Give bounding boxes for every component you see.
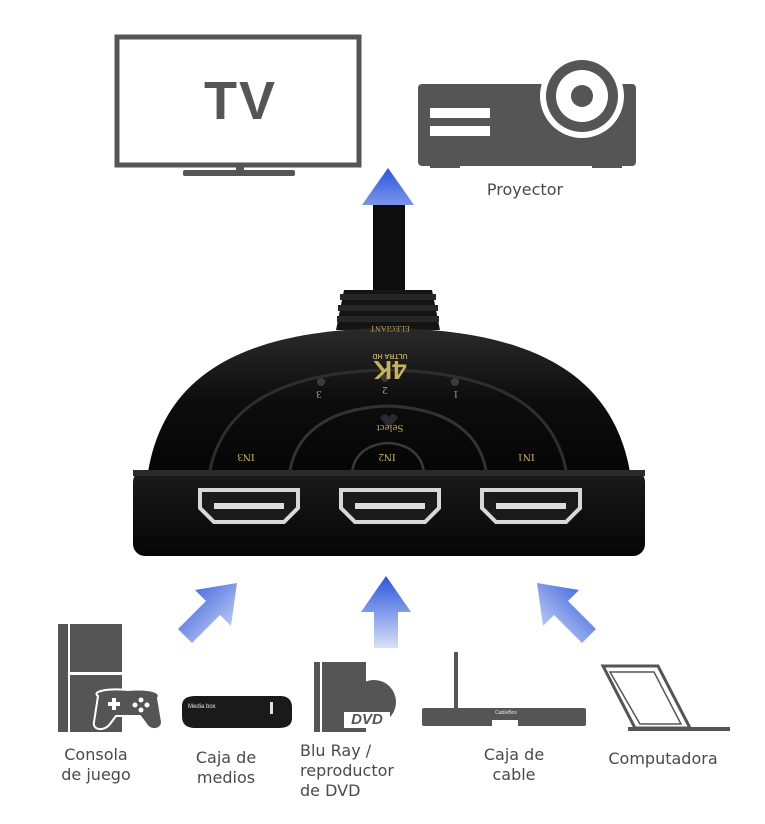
switch-brand-text: ELEGIANT bbox=[370, 324, 410, 333]
hdmi-port-in3 bbox=[198, 488, 300, 524]
media-box-text: Media box bbox=[188, 704, 216, 710]
port-label-in2: IN2 bbox=[378, 451, 396, 463]
media-box-icon bbox=[182, 696, 292, 728]
bluray-label: Blu Ray / reproductor de DVD bbox=[300, 741, 394, 800]
hdmi-port-in2 bbox=[339, 488, 441, 524]
input-arrow-left-icon bbox=[178, 583, 237, 643]
hdmi-port-in1 bbox=[480, 488, 582, 524]
media-box-label: Caja de medios bbox=[195, 748, 257, 787]
projector-label: Proyector bbox=[486, 180, 564, 199]
game-console-icon bbox=[58, 624, 164, 732]
tv-label: TV bbox=[203, 71, 277, 131]
input-arrow-center-icon bbox=[361, 576, 411, 648]
hdmi-switch-device bbox=[133, 328, 645, 556]
cable-box-icon bbox=[422, 652, 586, 726]
projector-icon bbox=[418, 54, 636, 168]
input-arrow-right-icon bbox=[537, 583, 596, 643]
switch-ultrahd-text: ULTRA HD bbox=[372, 352, 408, 359]
switch-select-text: Select bbox=[376, 422, 404, 434]
laptop-icon bbox=[600, 664, 730, 731]
computer-label: Computadora bbox=[608, 749, 718, 768]
console-label: Consola de juego bbox=[61, 745, 131, 784]
dvd-text: DVD bbox=[344, 712, 390, 728]
switch-led-number-2: 2 bbox=[382, 384, 388, 396]
port-label-in3: IN3 bbox=[237, 451, 255, 463]
port-label-in1: IN1 bbox=[517, 451, 535, 463]
switch-led-number-1: 1 bbox=[453, 388, 459, 400]
cable-box-label: Caja de cable bbox=[483, 745, 545, 784]
tv-icon bbox=[114, 34, 362, 176]
switch-led-number-3: 3 bbox=[316, 388, 322, 400]
hdmi-cable bbox=[336, 205, 440, 330]
cable-box-text: CableBox bbox=[495, 710, 517, 716]
